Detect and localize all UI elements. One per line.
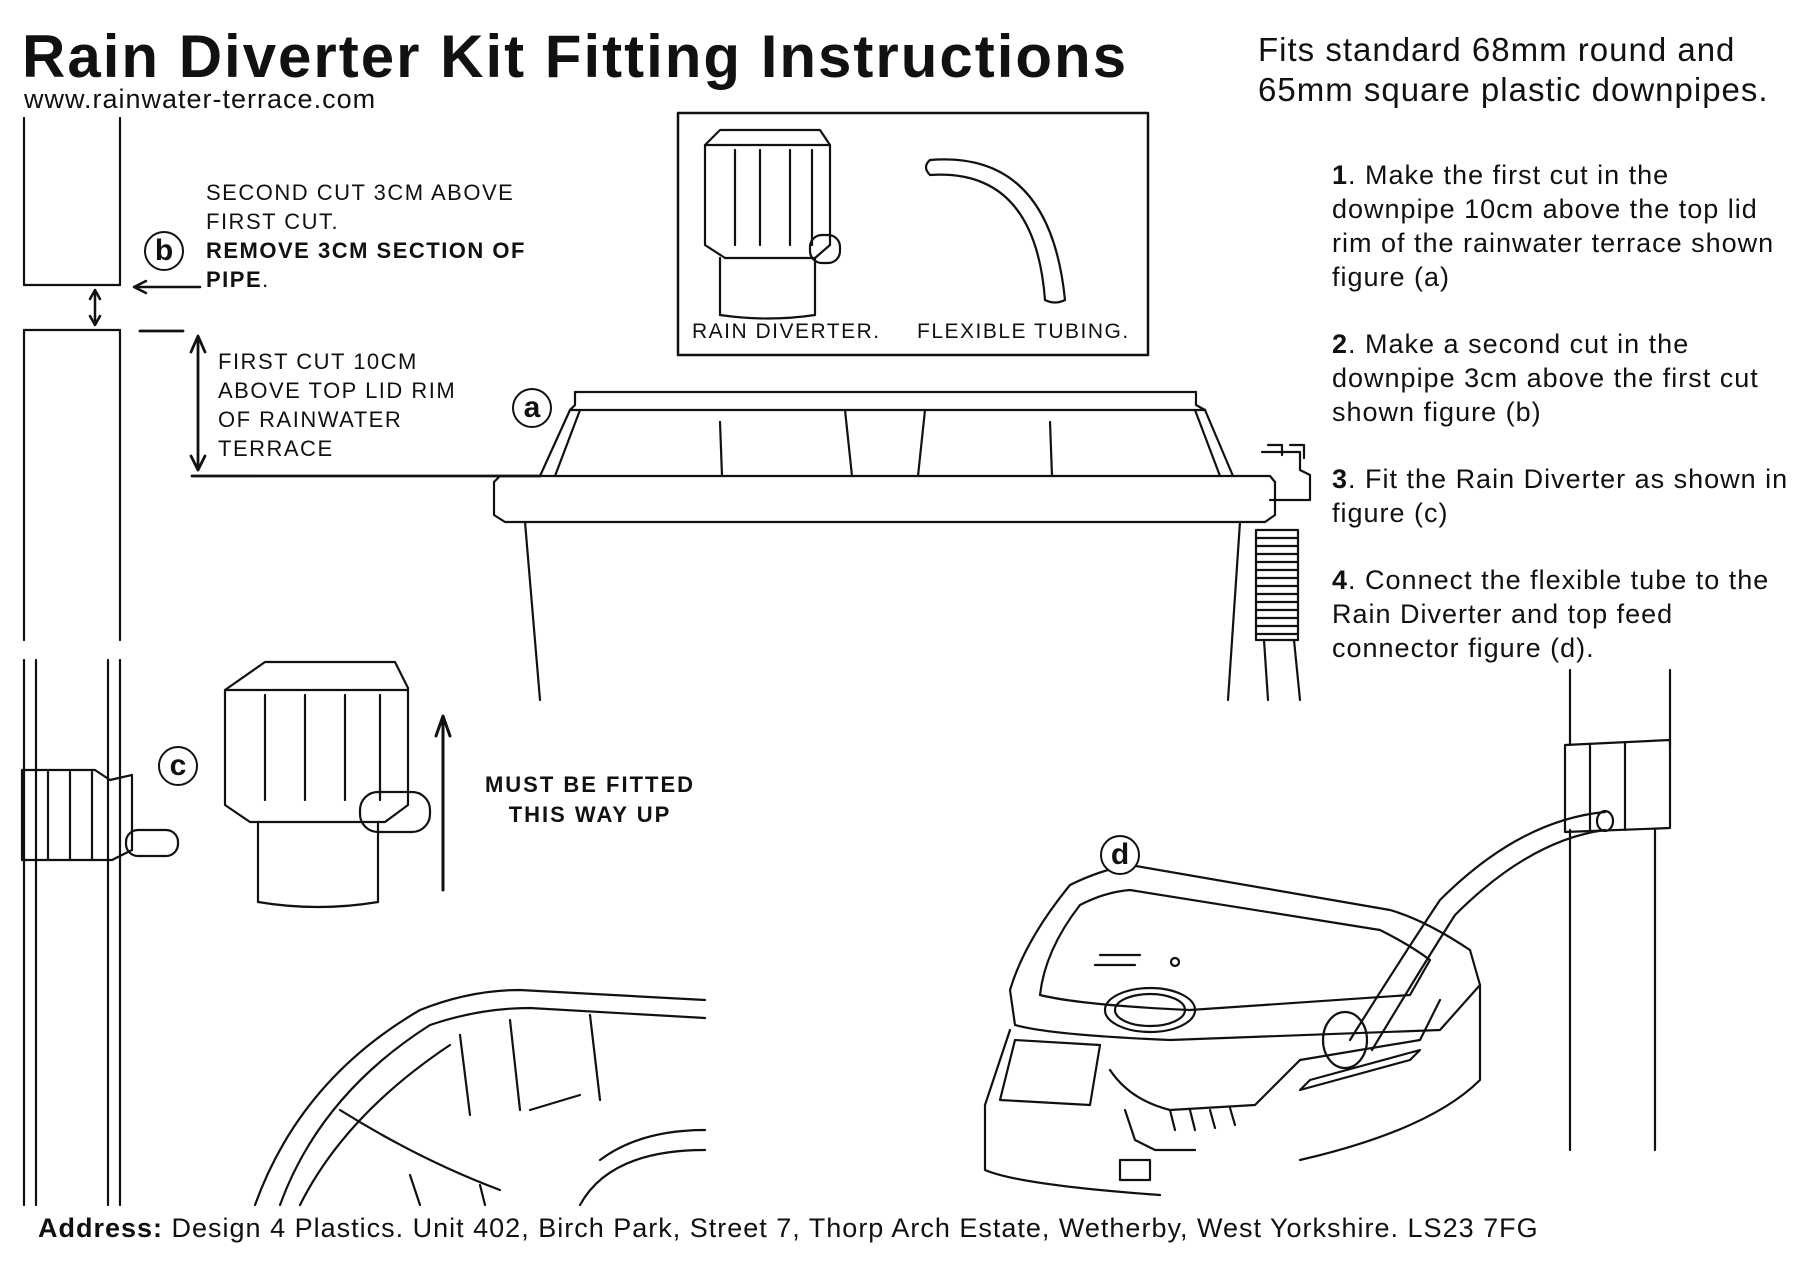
step-1: 1. Make the first cut in the downpipe 10… xyxy=(1332,158,1792,294)
rain-diverter-inset-drawing xyxy=(703,128,842,320)
step-text: . Make the first cut in the downpipe 10c… xyxy=(1332,160,1775,292)
compatibility-intro: Fits standard 68mm round and 65mm square… xyxy=(1258,31,1769,108)
flexible-tubing-label: FLEXIBLE TUBING. xyxy=(917,320,1130,343)
first-cut-line-1: FIRST CUT 10CM xyxy=(218,349,418,374)
first-cut-line-4: TERRACE xyxy=(218,436,334,461)
second-cut-line-4-end: . xyxy=(262,267,270,292)
this-way-up-arrow xyxy=(434,714,452,892)
first-cut-caption: FIRST CUT 10CM ABOVE TOP LID RIM OF RAIN… xyxy=(218,347,456,463)
second-cut-line-4-bold: PIPE xyxy=(206,267,263,292)
step-text: . Connect the flexible tube to the Rain … xyxy=(1332,565,1770,663)
downpipe-with-diverter-figure-c xyxy=(20,658,180,1207)
company-address: Address: Design 4 Plastics. Unit 402, Bi… xyxy=(38,1213,1539,1244)
step-text: . Fit the Rain Diverter as shown in figu… xyxy=(1332,464,1789,528)
address-text: Design 4 Plastics. Unit 402, Birch Park,… xyxy=(163,1213,1539,1243)
first-cut-line-3: OF RAINWATER xyxy=(218,407,403,432)
rainwater-terrace-figure-d xyxy=(983,863,1482,1197)
gap-arrow xyxy=(88,288,102,327)
flexible-tubing-inset-drawing xyxy=(924,158,1067,304)
step-text: . Make a second cut in the downpipe 3cm … xyxy=(1332,329,1759,427)
rain-diverter-label: RAIN DIVERTER. xyxy=(692,320,881,343)
step-number: 4 xyxy=(1332,565,1349,595)
must-be-fitted-line-1: MUST BE FITTED xyxy=(484,772,696,797)
fitting-orientation-note: MUST BE FITTED THIS WAY UP xyxy=(470,770,710,830)
downpipe-lower-section xyxy=(22,328,122,642)
figure-d-label: d xyxy=(1100,835,1140,875)
cut-b-pointer-arrow xyxy=(132,279,202,295)
downpipe-figure-d xyxy=(1563,668,1672,1152)
figure-c-label: c xyxy=(158,746,198,786)
second-cut-caption: SECOND CUT 3CM ABOVE FIRST CUT. REMOVE 3… xyxy=(206,178,526,294)
second-cut-line-4: PIPE. xyxy=(206,265,526,294)
step-4: 4. Connect the flexible tube to the Rain… xyxy=(1332,563,1792,665)
second-cut-line-2: FIRST CUT. xyxy=(206,209,340,234)
components-inset-box xyxy=(676,111,1150,357)
page-title: Rain Diverter Kit Fitting Instructions xyxy=(22,23,1129,90)
flexible-tube-figure-d xyxy=(1348,809,1615,1052)
figure-a-label: a xyxy=(512,388,552,428)
rain-diverter-figure-c xyxy=(223,660,432,909)
step-2: 2. Make a second cut in the downpipe 3cm… xyxy=(1332,327,1792,429)
step-3: 3. Fit the Rain Diverter as shown in fig… xyxy=(1332,462,1792,530)
terrace-bottom-view xyxy=(253,988,707,1207)
instruction-steps: 1. Make the first cut in the downpipe 10… xyxy=(1332,158,1792,698)
website-url: www.rainwater-terrace.com xyxy=(24,84,377,114)
address-label: Address: xyxy=(38,1213,164,1243)
first-cut-line-2: ABOVE TOP LID RIM xyxy=(218,378,457,403)
step-number: 2 xyxy=(1332,329,1349,359)
rainwater-terrace-figure-a xyxy=(492,390,1312,702)
second-cut-line-1: SECOND CUT 3CM ABOVE xyxy=(206,180,515,205)
must-be-fitted-line-2: THIS WAY UP xyxy=(508,802,672,827)
downpipe-upper-section xyxy=(22,116,122,287)
step-number: 1 xyxy=(1332,160,1349,190)
figure-b-label: b xyxy=(144,231,184,271)
step-number: 3 xyxy=(1332,464,1349,494)
second-cut-line-3: REMOVE 3CM SECTION OF xyxy=(206,238,526,263)
first-cut-dimension-arrow xyxy=(138,329,542,478)
